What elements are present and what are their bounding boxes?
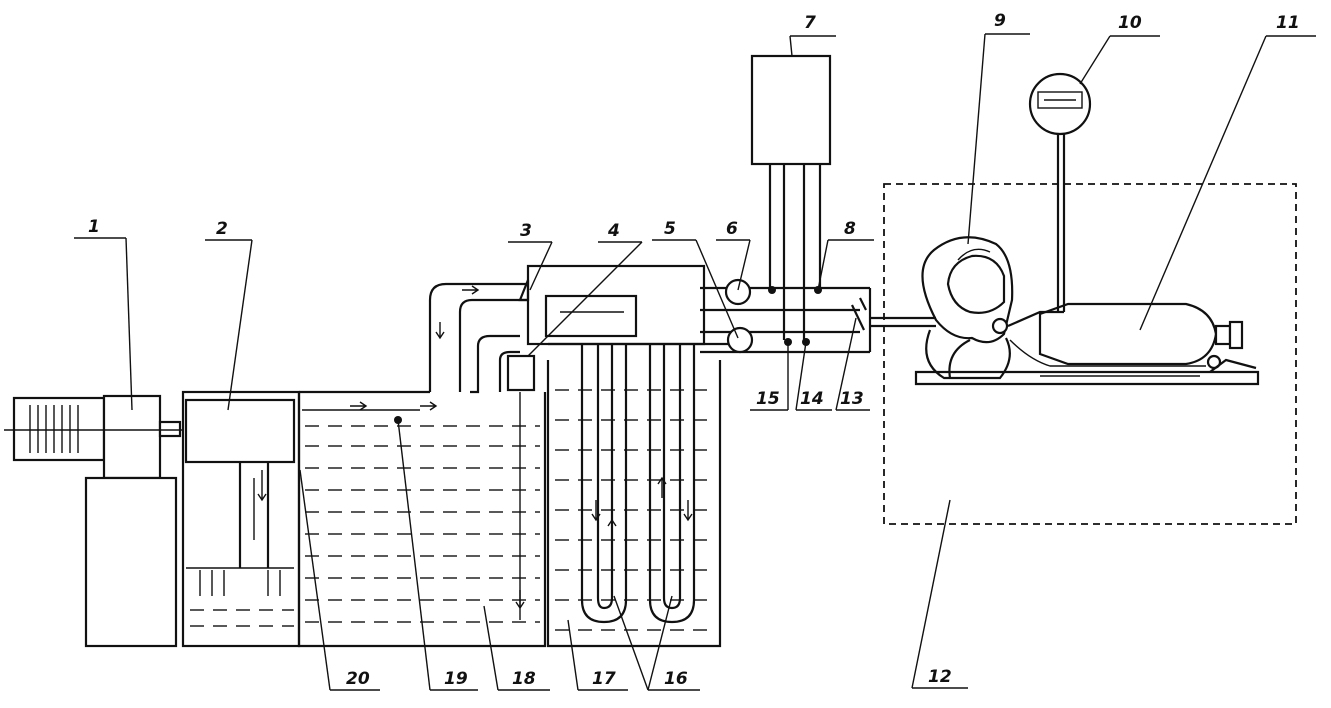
inner-chamber (544, 294, 638, 338)
label-6: 6 (726, 219, 738, 239)
valve-6 (724, 278, 752, 306)
leader-lines (74, 33, 1316, 691)
label-2: 2 (216, 219, 228, 239)
label-13: 13 (840, 389, 864, 409)
water-tank (297, 390, 547, 648)
label-5: 5 (664, 219, 676, 239)
label-12: 12 (928, 667, 952, 687)
label-9: 9 (994, 11, 1006, 31)
u-tube-left (580, 345, 628, 624)
flow-arrows (257, 285, 693, 610)
label-14: 14 (800, 389, 824, 409)
label-18: 18 (512, 669, 536, 689)
label-16: 16 (664, 669, 688, 689)
label-8: 8 (844, 219, 856, 239)
label-3: 3 (520, 221, 532, 241)
label-15: 15 (756, 389, 780, 409)
label-17: 17 (592, 669, 616, 689)
valve-6b (726, 326, 754, 354)
breathing-simulator-tank (181, 390, 301, 648)
label-19: 19 (444, 669, 468, 689)
label-1: 1 (88, 217, 100, 237)
u-tube-bath (546, 345, 722, 648)
part-labels: 1 2 3 4 5 6 7 8 9 10 11 12 13 14 15 16 1… (88, 11, 1300, 689)
test-chamber (883, 183, 1297, 525)
recorder-box (750, 54, 832, 166)
pipework (428, 264, 936, 394)
piston (184, 398, 296, 464)
valve-box-4 (506, 354, 536, 392)
recording-device (750, 54, 832, 340)
label-4: 4 (607, 221, 620, 241)
base-platform (914, 358, 1260, 386)
label-11: 11 (1276, 13, 1300, 33)
label-7: 7 (804, 13, 816, 33)
label-10: 10 (1118, 13, 1142, 33)
coupling (158, 420, 182, 438)
pressure-gauge (1007, 72, 1092, 328)
label-20: 20 (346, 669, 370, 689)
head-dummy-mask (921, 236, 1014, 380)
u-tube-right (648, 345, 696, 624)
electric-motor (12, 396, 106, 462)
motor-drive-unit (4, 394, 186, 648)
motor-stand (84, 476, 178, 648)
gauge-dial (1028, 72, 1092, 136)
gas-cylinder (1009, 302, 1244, 370)
